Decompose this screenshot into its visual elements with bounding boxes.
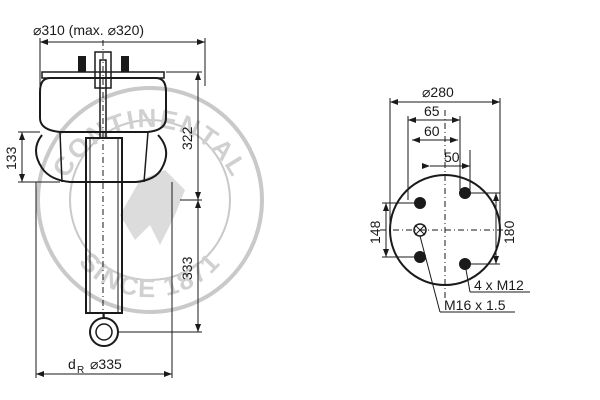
dim-133-label: 133 [3, 146, 19, 170]
top-width-label: ⌀310 (max. ⌀320) [33, 22, 144, 38]
mount-stud-right [121, 56, 129, 72]
dim-65-label: 65 [424, 103, 440, 119]
bolt-hole-tr [459, 187, 471, 199]
watermark-bottom-text: SINCE 1871 [74, 246, 227, 303]
dim-60-label: 60 [424, 123, 440, 139]
bolt-hole-tl [414, 197, 426, 209]
damper-d-label: d [68, 356, 76, 372]
top-view: ⌀280 65 60 50 148 180 [367, 84, 530, 313]
horse-logo [120, 170, 185, 245]
piston-rod [99, 59, 107, 139]
dim-280-label: ⌀280 [422, 84, 454, 100]
mount-stud-left [78, 56, 86, 72]
dim-148-label: 148 [367, 220, 383, 244]
air-bellow-lobe [35, 134, 168, 183]
dim-50-label: 50 [444, 149, 460, 165]
dim-322-label: 322 [179, 126, 195, 150]
side-view: ⌀310 (max. ⌀320) 133 [3, 22, 206, 378]
thread-leader [419, 235, 441, 313]
damper-sub-label: R [77, 365, 84, 376]
dim-180-label: 180 [501, 220, 517, 244]
bolt-callout: 4 x M12 [474, 277, 524, 293]
thread-callout: M16 x 1.5 [444, 297, 506, 313]
eye-mount-inner [95, 323, 113, 341]
dim-333-label: 333 [179, 256, 195, 280]
continental-watermark: CONTINENTAL SINCE 1871 [36, 86, 264, 314]
damper-dia-label: ⌀335 [90, 356, 122, 372]
bolt-hole-bl [414, 251, 426, 263]
eye-mount-outer [89, 317, 119, 347]
bolt-leader [464, 263, 471, 293]
